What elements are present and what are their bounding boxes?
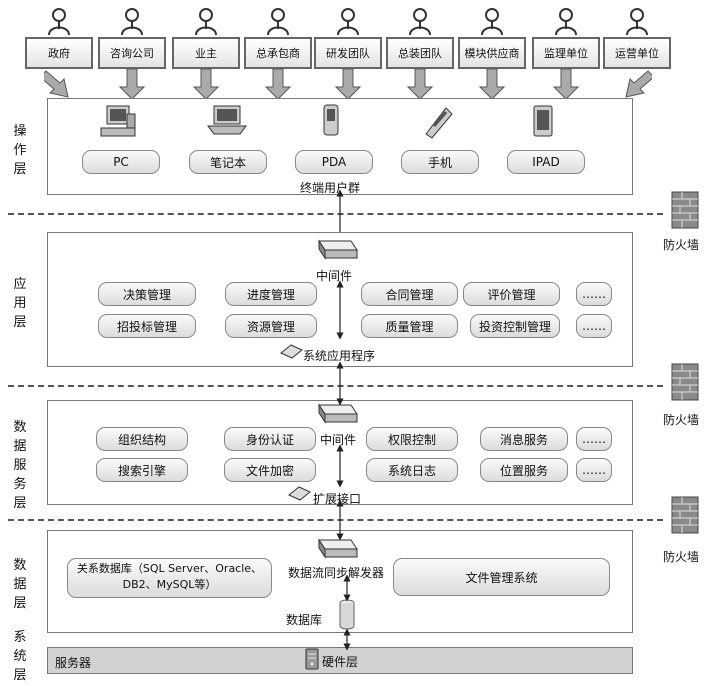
person-icon [121,8,143,36]
stakeholder-8: 运营单位 [603,37,671,69]
sync-resolver-label: 数据流同步解发器 [288,566,385,580]
app-row1-item-0: 决策管理 [98,282,196,306]
ds-row1-item-2: 权限控制 [366,427,458,451]
app-row2-item-4: …… [576,314,612,338]
router-icon [318,239,358,260]
stakeholder-7: 监理单位 [532,37,600,69]
tablet-icon [533,105,553,137]
app-row1-item-2: 合同管理 [361,282,458,306]
down-arrow-icon [478,69,506,100]
device-2: PDA [295,150,373,174]
laptop-icon [207,105,247,135]
database-label: 数据库 [286,613,323,627]
ds-row2-item-0: 搜索引擎 [96,458,188,482]
stakeholder-6: 模块供应商 [458,37,526,69]
layer-label-data: 数据层 [13,558,27,611]
person-icon [481,8,503,36]
device-0: PC [82,150,160,174]
down-arrow-icon [192,69,220,100]
app-row2-item-0: 招投标管理 [98,314,196,338]
layer-label-data-service: 数据服务层 [13,420,27,511]
down-arrow-icon [625,70,652,98]
stakeholder-0: 政府 [25,37,93,69]
separator-1 [8,213,663,215]
file-management-box: 文件管理系统 [393,558,610,596]
firewall-icon [671,191,699,229]
person-icon [626,8,648,36]
ds-row1-item-0: 组织结构 [96,427,188,451]
app-middleware-label: 中间件 [316,269,353,283]
firewall-icon [671,496,699,534]
ds-row2-item-3: 位置服务 [480,458,568,482]
router-icon [318,538,358,559]
pda-icon [323,104,339,136]
app-row1-item-3: 评价管理 [463,282,560,306]
desktop-pc-icon [100,105,136,137]
router-icon [318,403,358,424]
extension-interface-caption: 扩展接口 [313,492,362,506]
server-label: 服务器 [55,656,92,670]
stakeholder-5: 总装团队 [386,37,454,69]
person-icon [48,8,70,36]
app-row2-item-1: 资源管理 [225,314,317,338]
layer-label-application: 应用层 [13,277,27,330]
device-4: IPAD [507,150,585,174]
system-layer-bar [47,647,633,674]
app-row2-item-3: 投资控制管理 [470,314,560,338]
person-icon [409,8,431,36]
ds-middleware-label: 中间件 [320,433,357,447]
firewall-icon [671,363,699,401]
person-icon [267,8,289,36]
ds-row1-item-4: …… [576,427,612,451]
person-icon [555,8,577,36]
down-arrow-icon [406,69,434,100]
down-arrow-icon [118,69,146,100]
stakeholder-2: 业主 [172,37,240,69]
stakeholder-1: 咨询公司 [98,37,166,69]
person-icon [195,8,217,36]
stakeholder-3: 总承包商 [244,37,312,69]
device-3: 手机 [401,150,479,174]
relational-database-box: 关系数据库（SQL Server、Oracle、DB2、MySQL等） [67,558,272,598]
down-arrow-icon [264,69,292,100]
separator-3 [8,519,663,521]
layer-label-operation: 操作层 [13,124,27,177]
down-arrow-icon [44,70,69,98]
stakeholder-4: 研发团队 [314,37,382,69]
person-icon [337,8,359,36]
app-row1-item-4: …… [576,282,612,306]
interface-icon [288,486,311,501]
app-program-caption: 系统应用程序 [303,349,376,363]
firewall-label: 防火墙 [663,550,700,564]
ds-row2-item-4: …… [576,458,612,482]
ds-row1-item-1: 身份认证 [224,427,316,451]
app-row2-item-2: 质量管理 [361,314,458,338]
separator-2 [8,385,663,387]
interface-icon [280,344,303,359]
firewall-label: 防火墙 [663,413,700,427]
firewall-label: 防火墙 [663,238,700,252]
end-user-caption: 终端用户群 [300,181,361,195]
down-arrow-icon [552,69,580,100]
layer-label-system: 系统层 [13,630,27,683]
app-row1-item-1: 进度管理 [225,282,317,306]
ds-row1-item-3: 消息服务 [480,427,568,451]
ds-row2-item-2: 系统日志 [366,458,458,482]
ds-row2-item-1: 文件加密 [224,458,316,482]
hardware-layer-label: 硬件层 [322,655,359,669]
down-arrow-icon [334,69,362,100]
server-icon [305,648,319,670]
device-1: 笔记本 [189,150,267,174]
mobile-phone-icon [425,107,453,139]
